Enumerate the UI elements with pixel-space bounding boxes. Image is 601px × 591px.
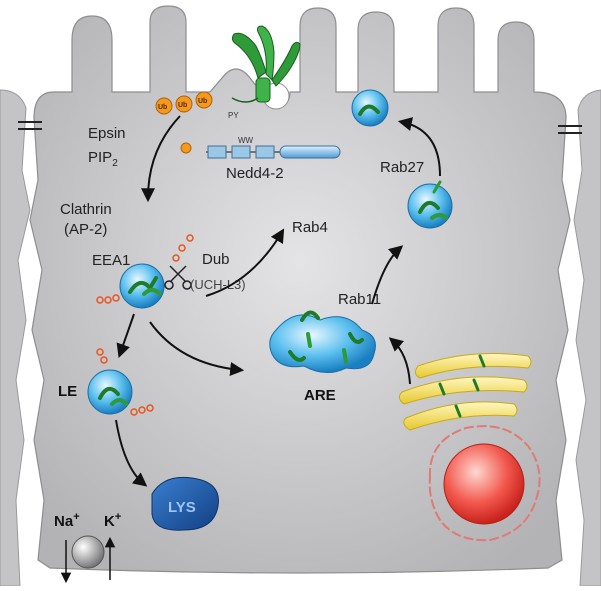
golgi-to-are-arrow xyxy=(388,337,411,385)
ub-label: Ub xyxy=(158,104,167,111)
lysosome xyxy=(151,476,219,531)
scissors-icon xyxy=(164,265,192,290)
late-endosome xyxy=(87,369,133,415)
internalization-arrow xyxy=(141,115,181,203)
are-channels-icon xyxy=(288,310,364,364)
apical-vesicle xyxy=(351,89,389,127)
ubiquitin-chain-le-top xyxy=(96,348,108,364)
released-ubiquitin xyxy=(172,234,194,262)
py-label: PY xyxy=(228,111,239,120)
na-superscript: + xyxy=(73,511,79,523)
nucleus xyxy=(428,425,541,542)
k-text: K xyxy=(104,513,115,530)
ub-label: Ub xyxy=(178,102,187,109)
dub-label: Dub xyxy=(202,251,230,268)
rab11-label: Rab11 xyxy=(338,291,381,308)
nedd4-2-label: Nedd4-2 xyxy=(226,165,284,182)
left-neighbor-cell xyxy=(0,89,31,587)
to-le-arrow xyxy=(116,313,135,358)
ub-label: Ub xyxy=(198,98,207,105)
are-label: ARE xyxy=(304,387,336,404)
rab4-label: Rab4 xyxy=(292,219,328,236)
ubiquitin-chain: Ub Ub Ub xyxy=(155,91,213,115)
ap2-label: (AP-2) xyxy=(64,221,107,238)
k-superscript: + xyxy=(115,511,121,523)
uch-l3-label: (UCH-L3) xyxy=(190,277,246,292)
ubiquitin-icon xyxy=(175,95,193,113)
na-text: Na xyxy=(54,513,74,530)
na-label: Na+ xyxy=(54,511,80,530)
pip2-label: PIP2 xyxy=(88,149,118,169)
surface-channel-icon xyxy=(231,25,301,103)
rab4-arrow xyxy=(205,228,285,297)
eea1-label: EEA1 xyxy=(92,252,130,269)
ubiquitin-icon xyxy=(155,97,173,115)
ubiquitin-chain-endosome xyxy=(96,294,120,304)
to-lysosome-arrow xyxy=(115,419,148,487)
ubiquitin-icon xyxy=(195,91,213,109)
right-neighbor-cell xyxy=(573,89,601,587)
ubiquitin-chain-le-right xyxy=(130,404,154,416)
golgi-channels-icon xyxy=(438,354,486,418)
tight-junction-right-icon xyxy=(558,125,582,134)
epsin-label: Epsin xyxy=(88,125,126,142)
clathrin-label: Clathrin xyxy=(60,201,112,218)
pip-subscript: 2 xyxy=(112,158,118,169)
pip-text: PIP xyxy=(88,149,112,166)
na-k-pump-icon xyxy=(71,535,105,569)
tight-junction-left-icon xyxy=(18,121,42,130)
early-endosome xyxy=(119,263,165,309)
ww-label: WW xyxy=(238,136,254,145)
rab27-vesicle xyxy=(407,180,453,229)
le-label: LE xyxy=(58,383,77,400)
to-rab27-arrow xyxy=(371,245,404,305)
rab27-label: Rab27 xyxy=(380,159,424,176)
to-apical-vesicle-arrow xyxy=(397,117,441,177)
to-are-arrow xyxy=(149,321,245,376)
k-label: K+ xyxy=(104,511,121,530)
free-ubiquitin-icon xyxy=(180,142,192,154)
lys-label: LYS xyxy=(168,499,196,516)
nedd4-2-icon xyxy=(206,145,341,159)
